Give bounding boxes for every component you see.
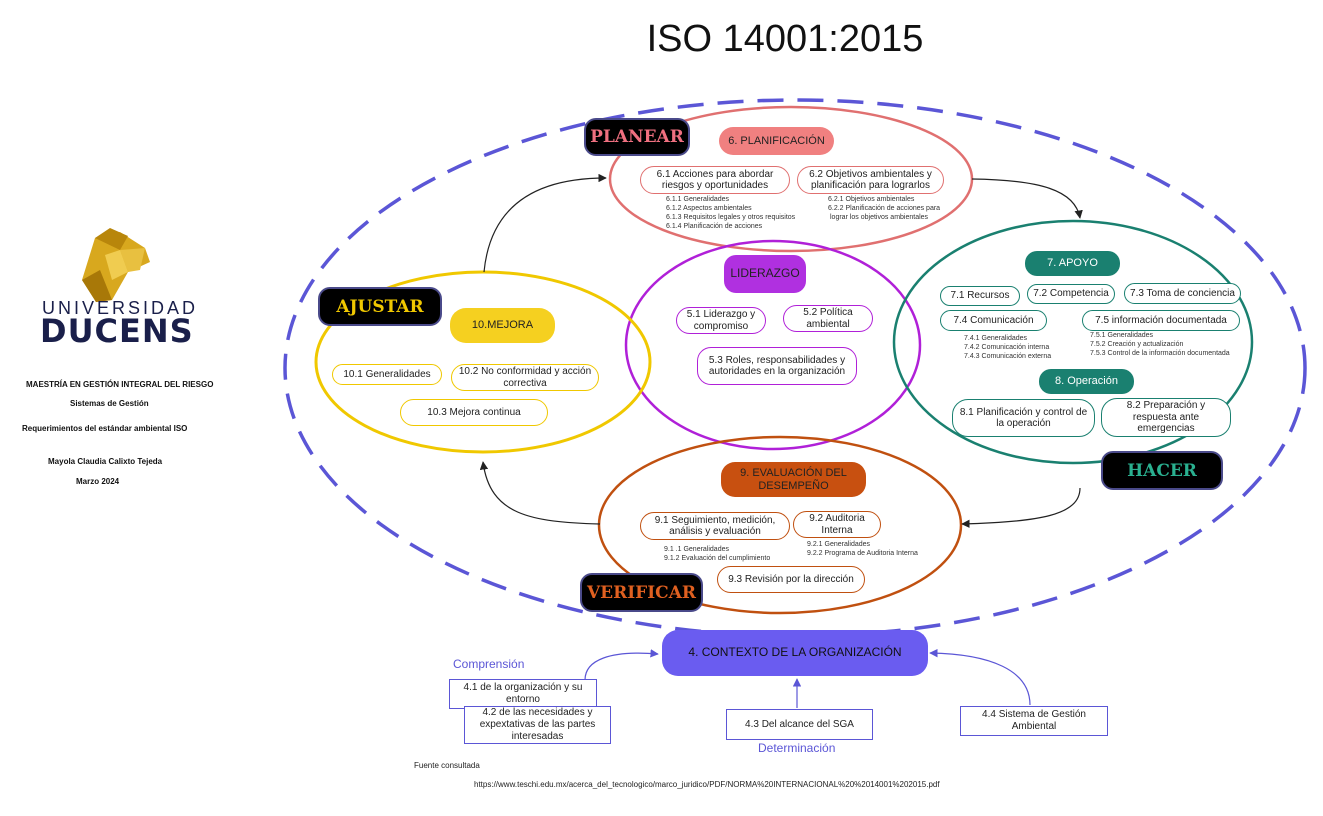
university-name-top: UNIVERSIDAD [42,298,199,318]
item-7-3: 7.3 Toma de conciencia [1124,283,1241,304]
item-9-1: 9.1 Seguimiento, medición, análisis y ev… [640,512,790,540]
arrow-44-to-contexto [929,648,1031,706]
planificacion-header: 6. PLANIFICACIÓN [719,127,834,155]
item-7-1: 7.1 Recursos [940,286,1020,306]
sub-7-4-2: 7.4.2 Comunicación interna [964,344,1050,351]
sub-7-5-2: 7.5.2 Creación y actualización [1090,341,1184,348]
sub-9-1-1: 9.1 .1 Generalidades [664,546,729,553]
sub-9-2-2: 9.2.2 Programa de Auditoria Interna [807,550,918,557]
item-5-3: 5.3 Roles, responsabilidades y autoridad… [697,347,857,385]
date-label: Marzo 2024 [76,477,120,486]
mejora-ellipse [314,270,652,454]
item-9-3: 9.3 Revisión por la dirección [717,566,865,593]
item-8-2: 8.2 Preparación y respuesta ante emergen… [1101,398,1231,437]
source-label: Fuente consultada [414,761,480,770]
liderazgo-ellipse [624,239,922,451]
item-10-3: 10.3 Mejora continua [400,399,548,426]
sub-7-5-1: 7.5.1 Generalidades [1090,332,1154,339]
sub-7-4-3: 7.4.3 Comunicación externa [964,353,1052,360]
item-7-4: 7.4 Comunicación [940,310,1047,331]
course-name: Sistemas de Gestión [70,399,149,408]
program-name: MAESTRÍA EN GESTIÓN INTEGRAL DEL RIESGO [26,380,214,389]
sub-6-1-1: 6.1.1 Generalidades [666,196,730,203]
item-7-5: 7.5 información documentada [1082,310,1240,331]
evaluacion-ellipse [597,435,963,615]
item-9-2: 9.2 Auditoria Interna [793,511,881,538]
item-10-2: 10.2 No conformidad y acción correctiva [451,364,599,391]
sub-9-2-1: 9.2.1 Generalidades [807,541,871,548]
mejora-header: 10.MEJORA [450,308,555,343]
page-title: ISO 14001:2015 [646,18,924,60]
item-4-1: 4.1 de la organización y su entorno [449,679,597,709]
sub-6-2-2: 6.2.2 Planificación de acciones para [828,205,941,212]
assignment-name: Requerimientos del estándar ambiental IS… [22,424,188,433]
phase-ajustar: AJUSTAR [318,287,442,326]
item-4-3: 4.3 Del alcance del SGA [726,709,873,740]
sub-6-1-3: 6.1.3 Requisitos legales y otros requisi… [666,214,796,221]
author-name: Mayola Claudia Calixto Tejeda [48,457,163,466]
item-7-2: 7.2 Competencia [1027,284,1115,304]
sub-6-2-2-cont: lograr los objetivos ambientales [830,214,929,221]
sub-7-4-1: 7.4.1 Generalidades [964,335,1028,342]
label-determinacion: Determinación [758,741,836,755]
contexto-header: 4. CONTEXTO DE LA ORGANIZACIÓN [662,630,928,676]
evaluacion-header: 9. EVALUACIÓN DEL DESEMPEÑO [721,462,866,497]
phase-hacer: HACER [1101,451,1223,490]
label-comprension: Comprensión [453,657,525,671]
apoyo-ellipse [892,219,1254,465]
item-10-1: 10.1 Generalidades [332,364,442,385]
sub-6-2-1: 6.2.1 Objetivos ambientales [828,196,915,203]
apoyo-header: 7. APOYO [1025,251,1120,276]
item-4-2: 4.2 de las necesidades y expextativas de… [464,706,611,744]
item-8-1: 8.1 Planificación y control de la operac… [952,399,1095,437]
university-logo-mark [82,228,150,302]
arrow-verificar-to-ajustar [479,461,601,525]
arrow-41-to-contexto [584,649,659,681]
sub-6-1-2: 6.1.2 Aspectos ambientales [666,205,752,212]
university-name-bottom: DUCENS [40,312,194,350]
item-5-2: 5.2 Política ambiental [783,305,873,332]
item-6-2: 6.2 Objetivos ambientales y planificació… [797,166,944,194]
source-url[interactable]: https://www.teschi.edu.mx/acerca_del_tec… [474,780,940,789]
item-6-1: 6.1 Acciones para abordar riesgos y opor… [640,166,790,194]
arrow-planear-to-hacer [971,178,1083,219]
liderazgo-header: LIDERAZGO [724,255,806,293]
arrow-ajustar-to-planear [483,173,607,273]
sub-6-1-4: 6.1.4 Planificación de acciones [666,223,763,230]
phase-verificar: VERIFICAR [580,573,703,612]
operacion-header: 8. Operación [1039,369,1134,394]
sub-9-1-2: 9.1.2 Evaluación del cumplimiento [664,555,771,562]
item-4-4: 4.4 Sistema de Gestión Ambiental [960,706,1108,736]
sub-7-5-3: 7.5.3 Control de la información document… [1090,350,1230,357]
phase-planear: PLANEAR [584,118,690,156]
arrow-hacer-to-verificar [961,487,1081,529]
item-5-1: 5.1 Liderazgo y compromiso [676,307,766,334]
